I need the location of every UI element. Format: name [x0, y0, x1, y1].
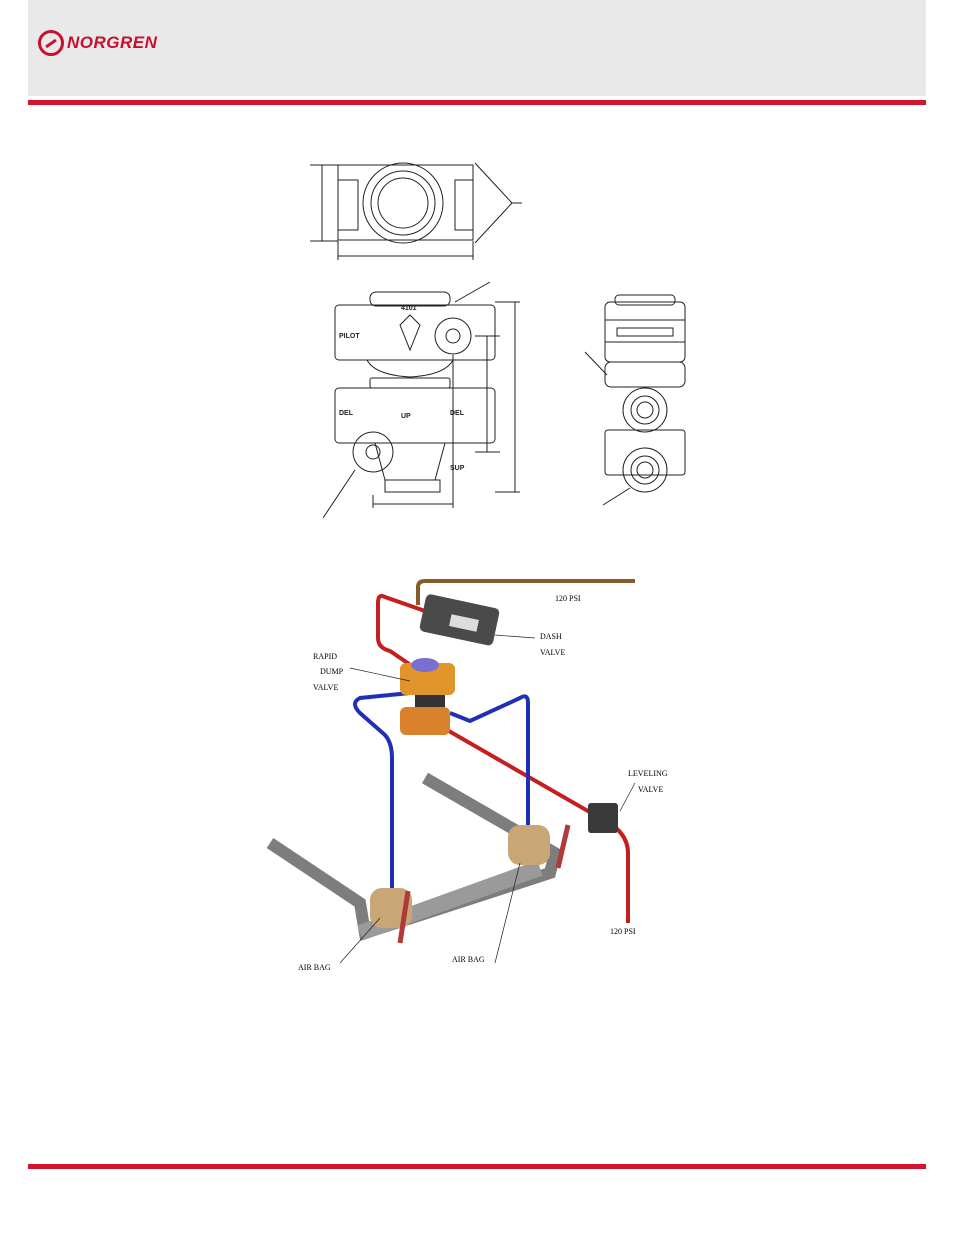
air-suspension-system-diagram: 120 PSI DASH VALVE RAPID DUMP VALVE LEVE… — [250, 563, 685, 993]
rapid-dump-label-2: DUMP — [320, 667, 344, 676]
supply-bottom-label: 120 PSI — [610, 927, 636, 936]
norgren-logo-icon — [38, 30, 64, 56]
footer-rule — [28, 1164, 926, 1169]
pilot-marking: PILOT — [339, 333, 360, 340]
page-header: NORGREN — [28, 0, 926, 96]
valve-top-view-drawing — [300, 155, 530, 265]
valve-front-view-drawing: PILOT 4101 UP DEL DEL SUP — [315, 280, 530, 530]
supply-top-label: 120 PSI — [555, 594, 581, 603]
norgren-logo: NORGREN — [38, 30, 157, 56]
up-marking: UP — [401, 413, 411, 420]
valve-side-view-drawing — [575, 290, 695, 515]
leveling-valve-label-2: VALVE — [638, 785, 663, 794]
model-marking: 4101 — [401, 305, 417, 312]
del-right-marking: DEL — [450, 410, 465, 417]
sup-marking: SUP — [450, 465, 465, 472]
leveling-valve-label-1: LEVELING — [628, 769, 668, 778]
dash-valve-label-1: DASH — [540, 632, 562, 641]
del-left-marking: DEL — [339, 410, 354, 417]
dash-valve-label-2: VALVE — [540, 648, 565, 657]
logo-text: NORGREN — [67, 33, 157, 53]
air-bag-right-label: AIR BAG — [452, 955, 485, 964]
rapid-dump-label-1: RAPID — [313, 652, 337, 661]
header-rule — [28, 100, 926, 105]
rapid-dump-label-3: VALVE — [313, 683, 338, 692]
air-bag-left-label: AIR BAG — [298, 963, 331, 972]
